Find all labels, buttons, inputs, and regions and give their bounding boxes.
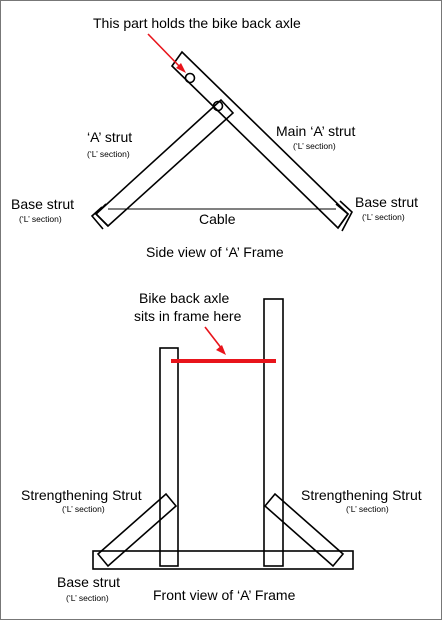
main-a-strut-label: Main ‘A’ strut bbox=[276, 123, 356, 139]
axle-bar-arrow bbox=[204, 326, 223, 350]
left-strengthening-strut bbox=[96, 492, 178, 568]
base-strut-left-mark bbox=[94, 203, 109, 227]
a-strut-label: ‘A’ strut bbox=[87, 129, 133, 145]
right-strengthening-strut bbox=[263, 492, 345, 568]
base-strut-right-section: (‘L’ section) bbox=[362, 212, 405, 222]
right-upright bbox=[263, 298, 284, 567]
base-strut-left-section: (‘L’ section) bbox=[19, 214, 62, 224]
axle-arrow-head bbox=[176, 63, 186, 73]
base-strut-right-mark-inner bbox=[339, 200, 353, 232]
base-strut-left-label: Base strut bbox=[11, 196, 75, 212]
left-upright bbox=[159, 347, 179, 567]
axle-arrow bbox=[147, 33, 183, 70]
front-base-strut-label: Base strut bbox=[57, 574, 121, 590]
axle-note-line1: Bike back axle bbox=[139, 290, 230, 306]
main-a-strut-section: (‘L’ section) bbox=[293, 141, 336, 151]
a-strut-section: (‘L’ section) bbox=[87, 149, 130, 159]
strengthening-right-section: (‘L’ section) bbox=[346, 504, 389, 514]
base-strut-left-mark-inner bbox=[90, 206, 104, 230]
base-strut-right-mark bbox=[335, 203, 350, 229]
strengthening-right-label: Strengthening Strut bbox=[301, 487, 422, 503]
pivot-bolt bbox=[212, 100, 224, 112]
cable-label: Cable bbox=[199, 211, 236, 227]
front-view-caption: Front view of ‘A’ Frame bbox=[153, 587, 296, 603]
a-strut bbox=[94, 98, 235, 228]
axle-bar-arrow-head bbox=[216, 345, 226, 355]
front-view-frame bbox=[92, 298, 354, 570]
strengthening-left-section: (‘L’ section) bbox=[62, 504, 105, 514]
base-strut-right-label: Base strut bbox=[355, 194, 419, 210]
axle-note-line2: sits in frame here bbox=[134, 308, 242, 324]
strengthening-left-label: Strengthening Strut bbox=[21, 487, 142, 503]
axle-hole bbox=[184, 72, 196, 84]
front-base-strut bbox=[92, 550, 354, 570]
main-a-strut bbox=[170, 50, 350, 230]
top-note: This part holds the bike back axle bbox=[93, 15, 301, 31]
side-view-frame bbox=[90, 50, 353, 232]
side-view-caption: Side view of ‘A’ Frame bbox=[146, 244, 284, 260]
front-base-strut-section: (‘L’ section) bbox=[66, 593, 109, 603]
